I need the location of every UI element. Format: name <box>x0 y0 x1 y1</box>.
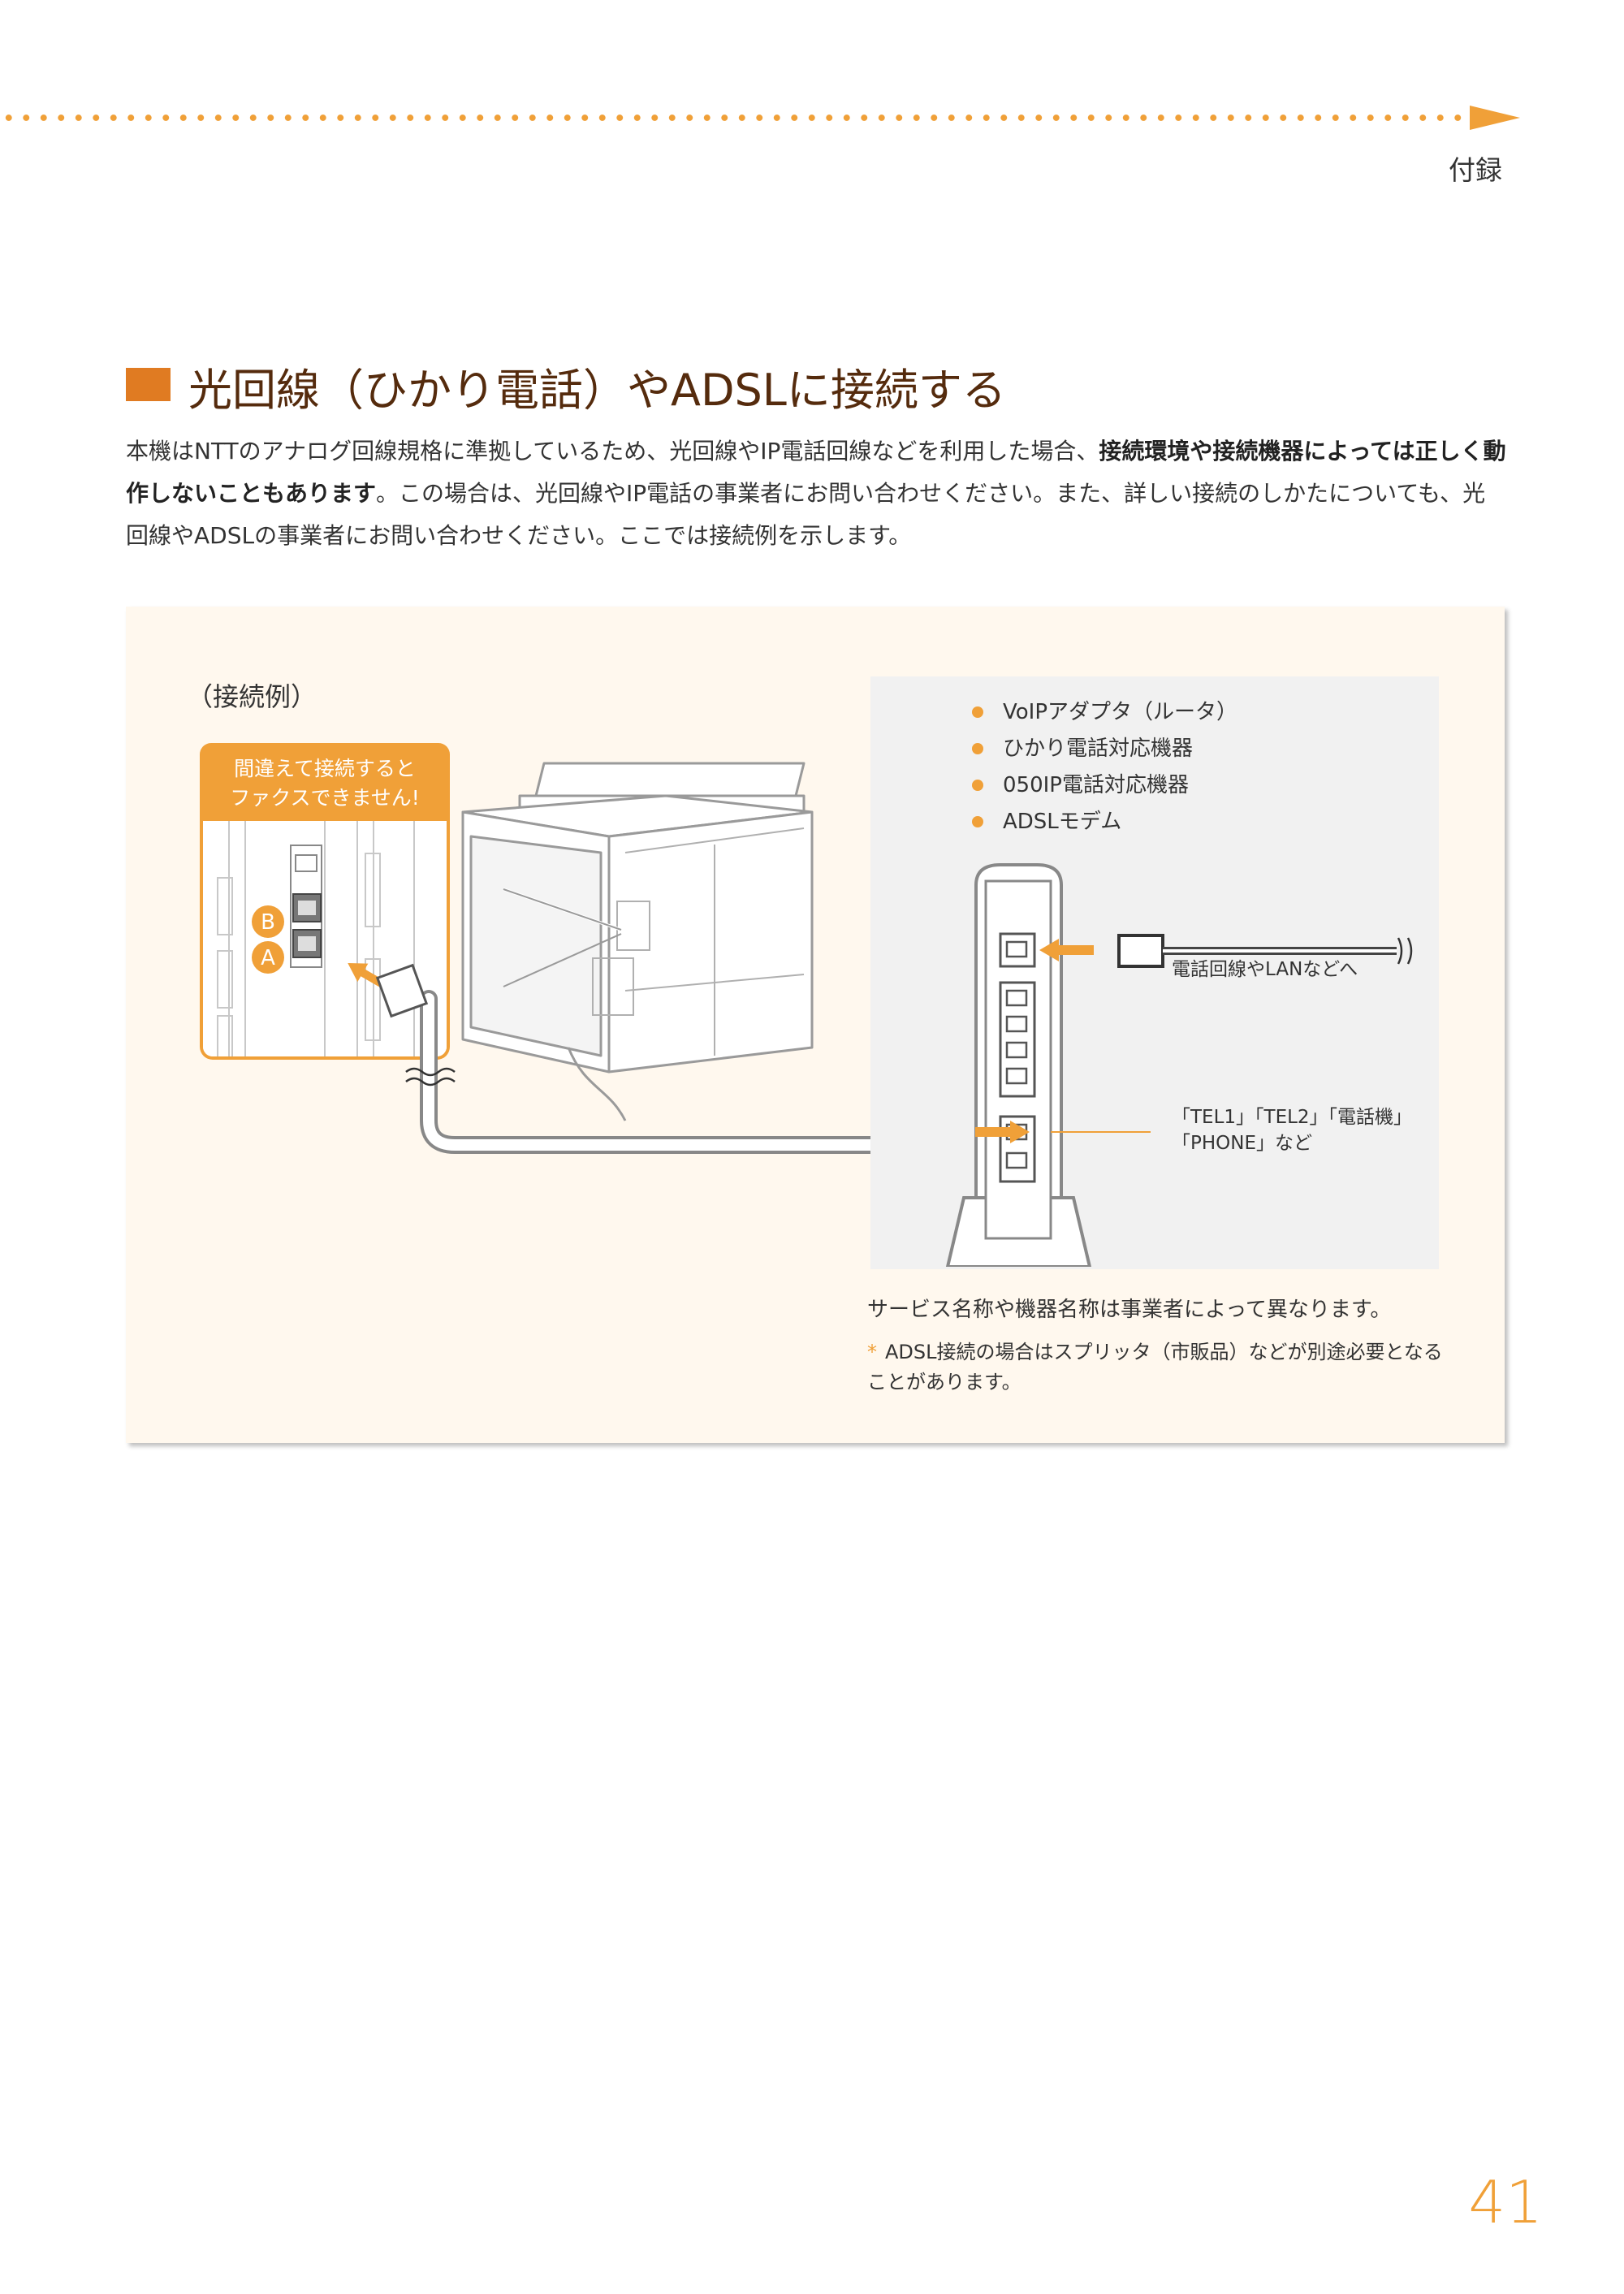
port-b-marker <box>252 905 284 938</box>
intro-text-1: 本機はNTTのアナログ回線規格に準拠しているため、光回線やIP電話回線などを利用… <box>126 438 1099 464</box>
printer-illustration <box>461 762 814 1121</box>
device-area <box>870 676 1439 1269</box>
arrow-right-icon <box>1470 106 1520 130</box>
page-title: 光回線（ひかり電話）やADSLに接続する <box>188 365 1006 416</box>
device-list: VoIPアダプタ（ルータ） ひかり電話対応機器 050IP電話対応機器 ADSL… <box>972 694 1237 840</box>
port-a-label: A <box>261 946 275 970</box>
example-label: （接続例） <box>187 681 317 712</box>
warning-line-1: 間違えて接続すると <box>234 757 416 780</box>
intro-text-2: 。この場合は、光回線やIP電話の事業者にお問い合わせください。また、詳しい接続の… <box>126 480 1486 549</box>
line-label: 電話回線やLANなどへ <box>1172 959 1358 980</box>
list-item: VoIPアダプタ（ルータ） <box>972 694 1237 731</box>
arrow-right-icon <box>975 1121 1030 1143</box>
port-b-label: B <box>261 910 275 935</box>
tel-label-line-2: 「PHONE」など <box>1172 1133 1313 1154</box>
arrow-left-icon <box>1039 939 1094 961</box>
intro-paragraph: 本機はNTTのアナログ回線規格に準拠しているため、光回線やIP電話回線などを利用… <box>126 430 1506 557</box>
intro-emphasis: 接続環境や接続機器によっては正しく動作しないこともあります <box>126 438 1506 507</box>
tel-label-line-1: 「TEL1」「TEL2」「電話機」 <box>1172 1107 1413 1128</box>
router-illustration <box>945 863 1413 1267</box>
arrow-left-icon <box>348 963 383 987</box>
footnote-text: ADSL接続の場合はスプリッタ（市販品）などが別途必要となることがあります。 <box>867 1341 1443 1393</box>
port-a-marker <box>252 941 284 974</box>
list-item: ひかり電話対応機器 <box>972 731 1237 767</box>
adsl-footnote: *ADSL接続の場合はスプリッタ（市販品）などが別途必要となることがあります。 <box>867 1337 1452 1398</box>
warning-callout: 間違えて接続すると ファクスできません! <box>200 743 450 822</box>
footnote-mark: * <box>867 1341 877 1363</box>
dotted-header-rule <box>0 113 1475 123</box>
warning-line-2: ファクスできません! <box>230 786 420 810</box>
port-closeup: B A <box>200 821 450 1060</box>
list-item: ADSLモデム <box>972 804 1237 840</box>
page-number: 41 <box>1468 2168 1543 2236</box>
service-name-note: サービス名称や機器名称は事業者によって異なります。 <box>867 1298 1392 1322</box>
heading-square-icon <box>126 368 171 401</box>
tel-label: 「TEL1」「TEL2」「電話機」 「PHONE」など <box>1172 1104 1412 1156</box>
port-closeup-illustration: B A <box>203 821 447 1056</box>
section-label: 付録 <box>1449 154 1502 186</box>
list-item: 050IP電話対応機器 <box>972 767 1237 804</box>
